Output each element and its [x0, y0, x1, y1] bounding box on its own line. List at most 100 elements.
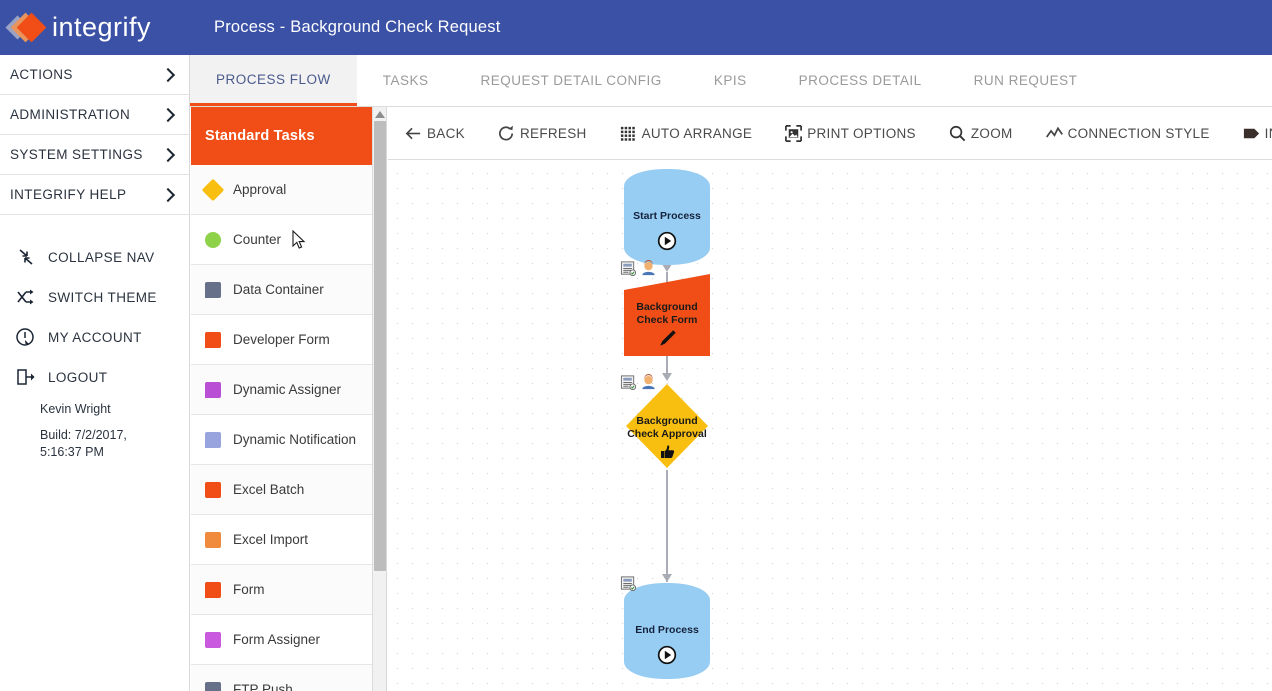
flow-node-label: Start Process — [633, 210, 701, 222]
scrollbar-thumb[interactable] — [374, 121, 386, 571]
process-flow-canvas[interactable]: Start Process Background Check Form — [388, 160, 1272, 691]
magnifier-icon — [949, 125, 966, 141]
palette-item-dynamic-assigner[interactable]: Dynamic Assigner — [191, 365, 386, 415]
palette-item-counter[interactable]: Counter — [191, 215, 386, 265]
connection-style-button[interactable]: CONNECTION STYLE — [1029, 124, 1226, 143]
auto-arrange-button[interactable]: AUTO ARRANGE — [603, 124, 769, 143]
developer-form-icon — [205, 331, 221, 348]
flow-node-background-check-approval[interactable]: Background Check Approval — [620, 374, 710, 470]
auto-arrange-label: AUTO ARRANGE — [641, 125, 753, 141]
play-circle-icon — [624, 645, 710, 670]
page-title: Process - Background Check Request — [214, 18, 501, 36]
palette-item-approval[interactable]: Approval — [191, 165, 386, 215]
logo[interactable]: integrify — [0, 0, 190, 55]
sidebar-item-administration[interactable]: ADMINISTRATION — [0, 95, 189, 135]
connection-style-label: CONNECTION STYLE — [1067, 125, 1210, 141]
excel-import-icon — [205, 531, 221, 548]
chevron-right-icon — [160, 67, 176, 82]
flow-node-start-process[interactable]: Start Process — [624, 169, 710, 265]
back-label: BACK — [427, 125, 465, 141]
diamond-logo-icon — [5, 11, 48, 45]
sidebar-item-integrify-help[interactable]: INTEGRIFY HELP — [0, 175, 189, 215]
indicators-label: IND — [1264, 125, 1272, 141]
my-account-button[interactable]: MY ACCOUNT — [0, 317, 189, 357]
polyline-icon — [1045, 126, 1063, 137]
palette-scrollbar[interactable] — [372, 107, 386, 691]
form-shape — [624, 274, 710, 356]
tab-run-request[interactable]: RUN REQUEST — [948, 55, 1104, 106]
connector-start-to-form — [666, 272, 668, 286]
indicators-button[interactable]: IND — [1226, 124, 1272, 143]
connector-arrowhead — [662, 264, 672, 272]
logout-button[interactable]: LOGOUT — [0, 357, 189, 397]
form-doc-icon — [620, 375, 637, 391]
decision-diamond-shape — [626, 384, 708, 468]
tab-label: KPIS — [713, 73, 747, 88]
tab-process-flow[interactable]: PROCESS FLOW — [190, 55, 357, 106]
dynamic-assigner-icon — [205, 381, 221, 398]
flow-node-end-process[interactable]: End Process — [620, 576, 710, 679]
tab-label: PROCESS FLOW — [216, 71, 331, 87]
logout-icon — [14, 366, 38, 388]
palette-item-form-assigner[interactable]: Form Assigner — [191, 615, 386, 665]
play-circle-icon — [624, 231, 710, 256]
palette-header: Standard Tasks — [191, 107, 386, 165]
chevron-right-icon — [160, 187, 176, 202]
flow-node-label: Background Check Form — [636, 301, 698, 326]
flow-node-badges — [620, 260, 657, 277]
sidebar-item-system-settings[interactable]: SYSTEM SETTINGS — [0, 135, 189, 175]
tab-tasks[interactable]: TASKS — [357, 55, 455, 106]
my-account-label: MY ACCOUNT — [48, 329, 142, 345]
switch-theme-icon — [14, 286, 38, 308]
sidebar-item-label: INTEGRIFY HELP — [10, 187, 127, 202]
print-options-label: PRINT OPTIONS — [807, 125, 916, 141]
form-icon — [205, 581, 221, 598]
diagram-toolbar: BACK REFRESH A — [388, 107, 1272, 160]
left-navigation: ACTIONS ADMINISTRATION SYSTEM SETTINGS I… — [0, 55, 190, 691]
approval-diamond-icon — [201, 178, 225, 201]
palette-item-excel-batch[interactable]: Excel Batch — [191, 465, 386, 515]
palette-item-label: Dynamic Notification — [233, 432, 357, 447]
sidebar-item-actions[interactable]: ACTIONS — [0, 55, 189, 95]
tab-kpis[interactable]: KPIS — [688, 55, 773, 106]
form-assigner-icon — [205, 631, 221, 648]
user-account-icon — [14, 326, 38, 348]
zoom-label: ZOOM — [970, 125, 1013, 141]
flow-node-label: End Process — [635, 624, 699, 636]
grid-icon — [620, 126, 635, 141]
flow-node-label: Background Check Approval — [627, 415, 707, 440]
refresh-button[interactable]: REFRESH — [481, 124, 603, 143]
palette-item-label: Excel Batch — [233, 482, 305, 497]
print-options-button[interactable]: PRINT OPTIONS — [768, 124, 932, 143]
tab-label: TASKS — [382, 73, 429, 88]
dynamic-notification-icon — [205, 431, 221, 448]
flow-node-background-check-form[interactable]: Background Check Form — [620, 260, 710, 356]
counter-circle-icon — [205, 231, 221, 248]
switch-theme-label: SWITCH THEME — [48, 289, 157, 305]
data-container-icon — [205, 281, 221, 298]
tab-request-detail-config[interactable]: REQUEST DETAIL CONFIG — [455, 55, 688, 106]
palette-item-data-container[interactable]: Data Container — [191, 265, 386, 315]
tab-label: RUN REQUEST — [973, 73, 1078, 88]
palette-item-label: Developer Form — [233, 332, 330, 347]
palette-item-dynamic-notification[interactable]: Dynamic Notification — [191, 415, 386, 465]
thumbs-up-icon — [624, 442, 710, 465]
collapse-nav-button[interactable]: COLLAPSE NAV — [0, 237, 189, 277]
back-button[interactable]: BACK — [388, 124, 481, 143]
nav-spacer — [0, 215, 189, 237]
palette-item-form[interactable]: Form — [191, 565, 386, 615]
mouse-cursor — [292, 229, 306, 255]
palette-item-excel-import[interactable]: Excel Import — [191, 515, 386, 565]
excel-batch-icon — [205, 481, 221, 498]
collapse-nav-label: COLLAPSE NAV — [48, 249, 155, 265]
build-info: Build: 7/2/2017, 5:16:37 PM — [40, 428, 127, 459]
palette-item-ftp-push[interactable]: FTP Push — [191, 665, 386, 691]
tab-process-detail[interactable]: PROCESS DETAIL — [773, 55, 948, 106]
scroll-up-arrow-icon[interactable] — [374, 111, 385, 118]
palette-item-label: Form Assigner — [233, 632, 321, 647]
palette-item-developer-form[interactable]: Developer Form — [191, 315, 386, 365]
switch-theme-button[interactable]: SWITCH THEME — [0, 277, 189, 317]
zoom-button[interactable]: ZOOM — [932, 124, 1029, 143]
current-user-name: Kevin Wright — [40, 402, 111, 416]
